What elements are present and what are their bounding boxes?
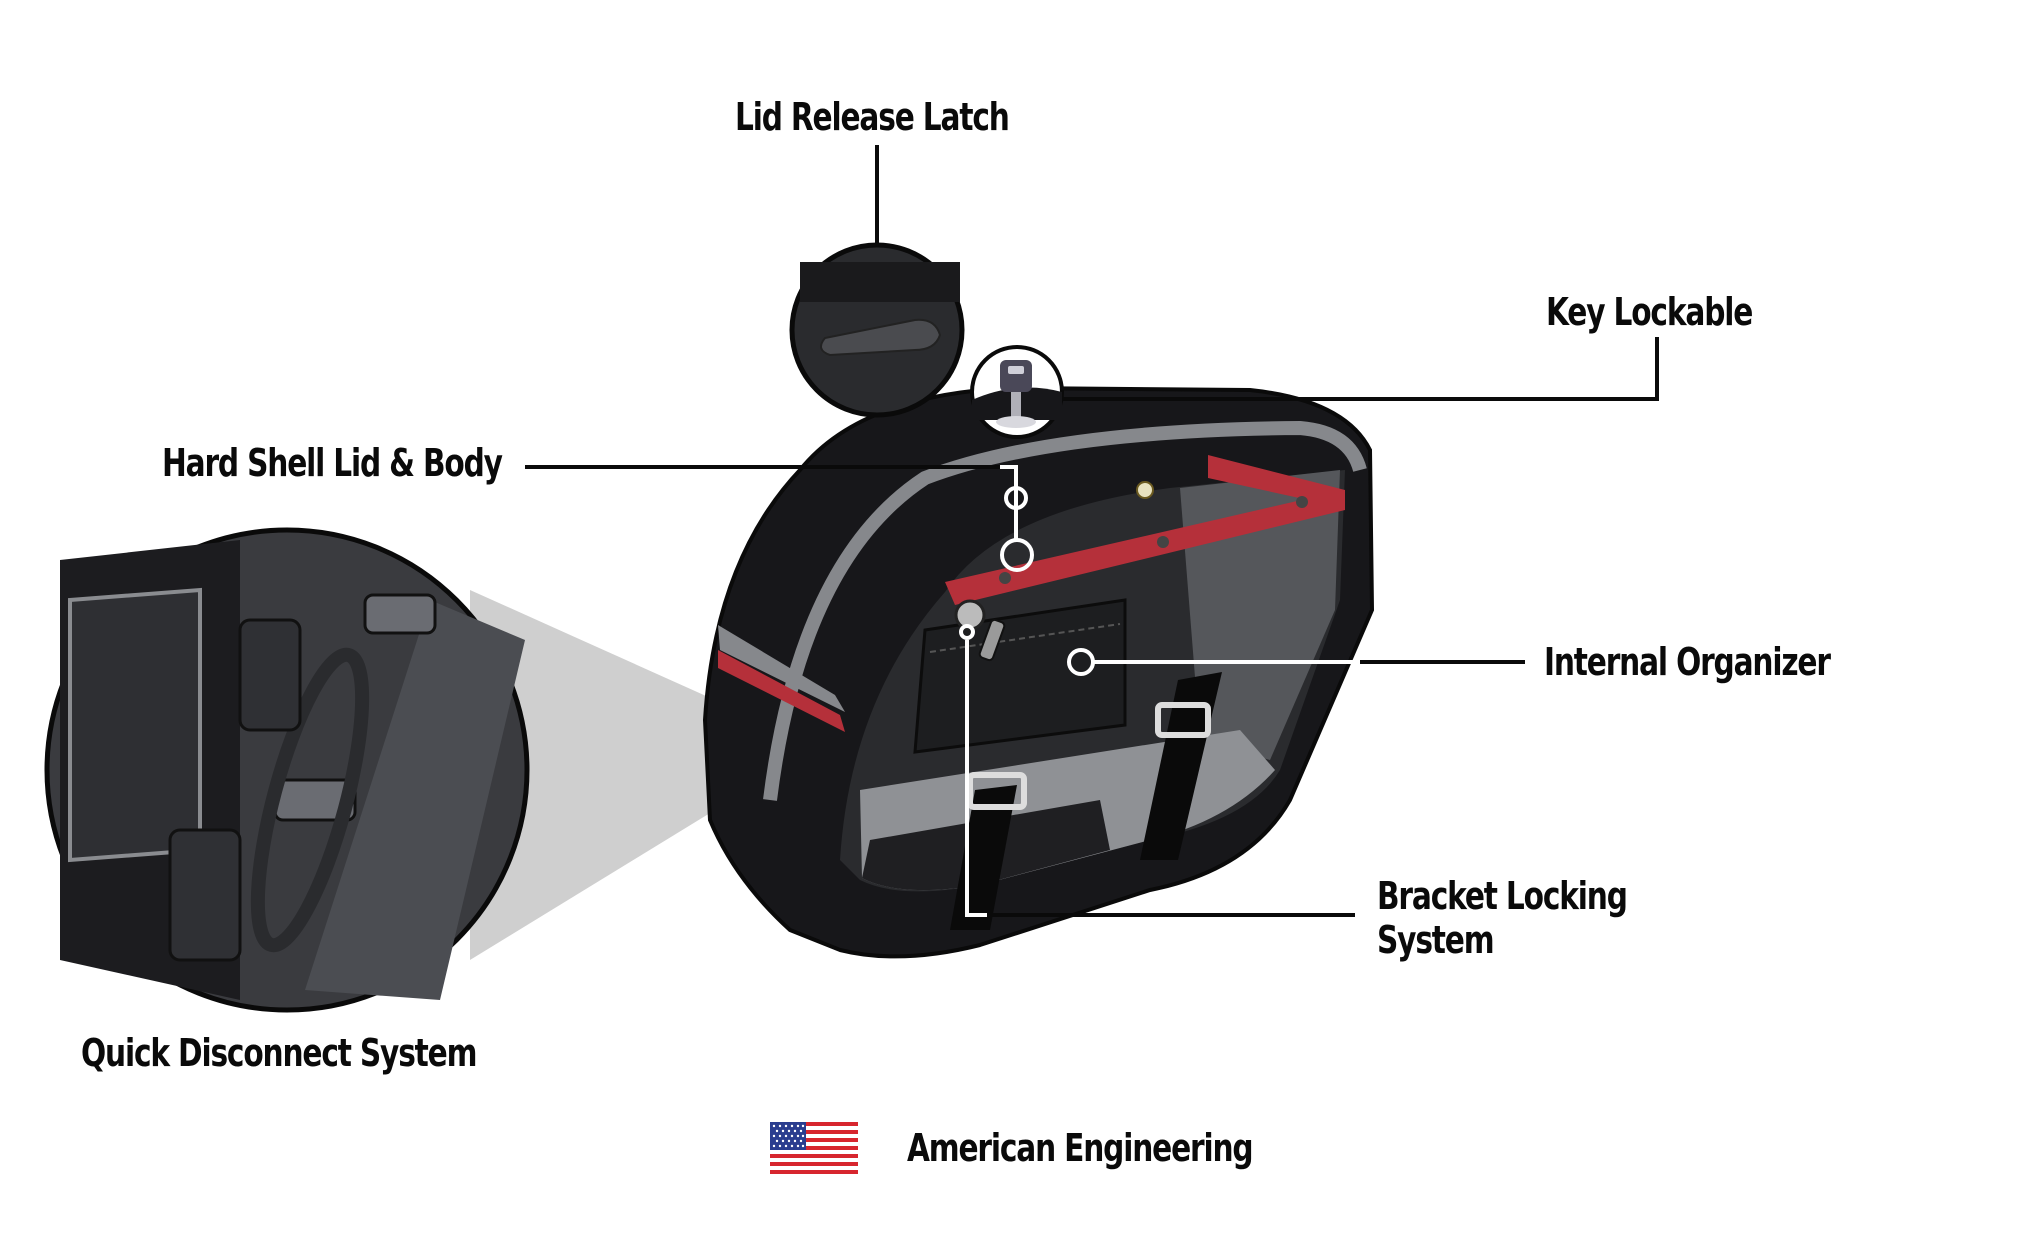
label-lid-release-latch: Lid Release Latch: [735, 95, 1010, 139]
key-leader-line-h: [1062, 397, 1659, 401]
label-bracket-locking-2: System: [1377, 918, 1495, 962]
us-flag-icon: [770, 1122, 858, 1174]
label-quick-disconnect: Quick Disconnect System: [81, 1031, 477, 1075]
organizer-leader-line: [1360, 660, 1525, 664]
footer-american-engineering: American Engineering: [907, 1126, 1254, 1170]
key-leader-line-v: [1655, 337, 1659, 401]
zoom-cone: [470, 590, 715, 960]
label-internal-organizer: Internal Organizer: [1544, 640, 1831, 684]
hard-shell-leader-line: [525, 465, 1015, 469]
hard-shell-marker-small: [1004, 486, 1028, 510]
bracket-leader-line: [985, 913, 1355, 917]
bracket-leader-white-h: [965, 913, 987, 917]
bracket-marker: [959, 624, 975, 640]
hard-shell-leader-white-v2: [1014, 510, 1018, 540]
label-hard-shell: Hard Shell Lid & Body: [162, 441, 503, 485]
hard-shell-leader-white-h: [1000, 465, 1018, 469]
organizer-leader-white: [1094, 660, 1360, 664]
hard-shell-marker-large: [1000, 538, 1034, 572]
label-key-lockable: Key Lockable: [1546, 290, 1753, 334]
label-bracket-locking-1: Bracket Locking: [1377, 874, 1628, 918]
bracket-leader-white-v: [965, 640, 969, 917]
latch-leader-line: [875, 145, 879, 245]
organizer-marker: [1067, 648, 1095, 676]
